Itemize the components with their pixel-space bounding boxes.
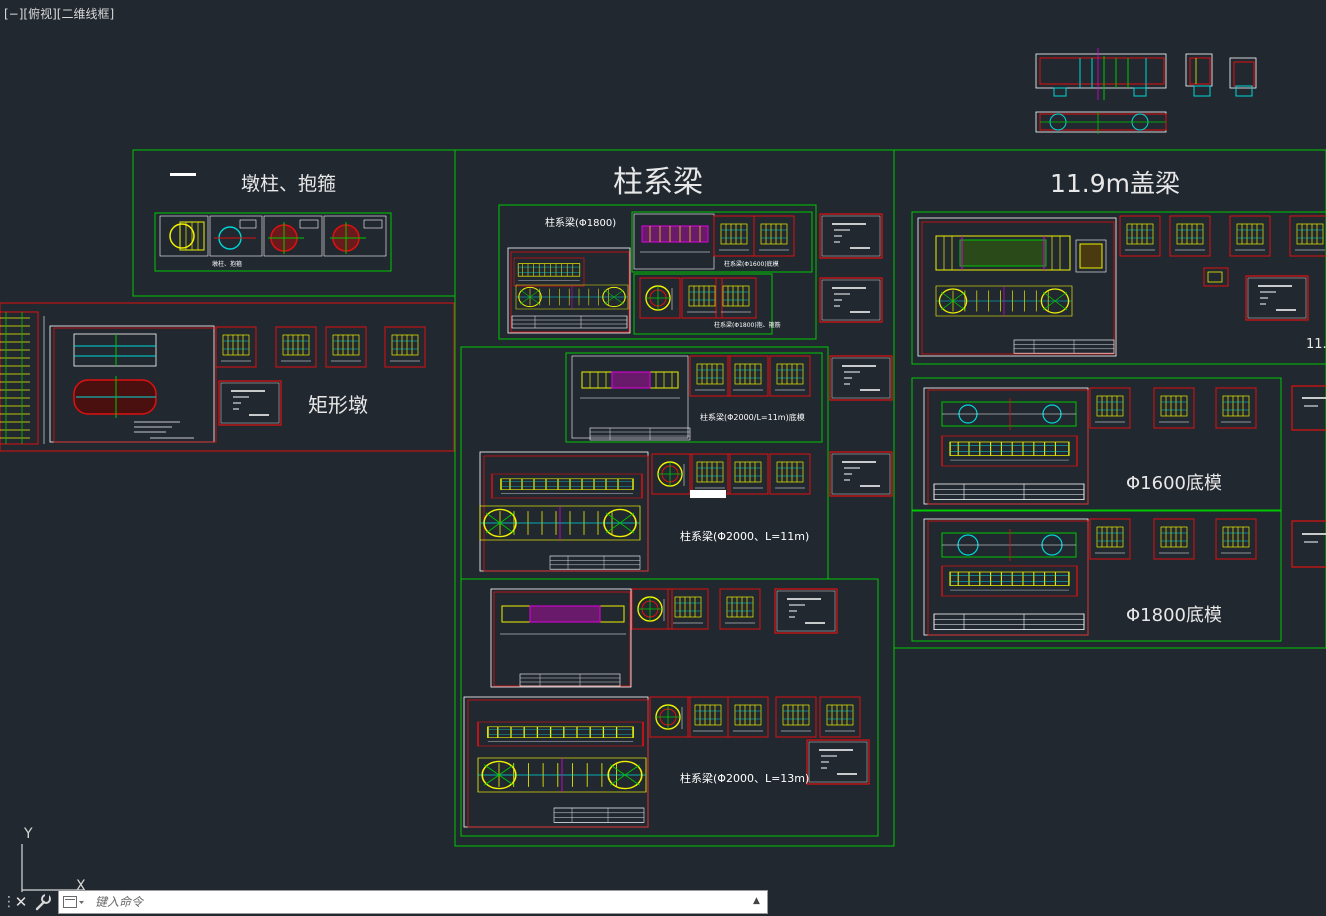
tb2000-11-label: 柱系梁(Φ2000、L=11m)	[680, 529, 809, 543]
command-line-bar[interactable]: ⋮ ✕ ▲	[0, 889, 768, 915]
tie-beam-title: 柱系梁	[613, 165, 703, 200]
cap-beam-cut-label: 11.9	[1306, 337, 1326, 352]
command-prompt-icon[interactable]	[63, 896, 85, 909]
ucs-y-label: Y	[23, 826, 33, 842]
rect-pier-section[interactable]: 矩形墩	[0, 302, 455, 452]
tb2000-13-label: 柱系梁(Φ2000、L=13m)	[680, 771, 809, 785]
pier-hoop-section[interactable]: 墩柱、抱箍	[132, 149, 456, 297]
ucs-icon: Y X	[21, 826, 86, 892]
cap-beam-overview-views[interactable]	[1035, 48, 1257, 134]
cap-beam-title: 11.9m盖梁	[1050, 169, 1180, 198]
tb2000-11-base-label: 柱系梁(Φ2000/L=11m)底模	[700, 412, 805, 422]
cap1600-label: Φ1600底模	[1126, 473, 1222, 494]
command-input-wrapper[interactable]: ▲	[58, 890, 768, 914]
grip-handle-icon[interactable]: ⋮	[2, 894, 16, 910]
tb1800-label: 柱系梁(Φ1800)	[545, 216, 616, 229]
cap-beam-section[interactable]: 11.9m盖梁 11.9	[893, 149, 1326, 649]
pier-thumb-caption: 墩柱、抱箍	[212, 260, 242, 268]
command-history-arrow-icon[interactable]: ▲	[753, 896, 760, 906]
tb1800-hoop-label: 柱系梁(Φ1800)抱、箍筋	[714, 321, 781, 329]
tb1600-base-label: 柱系梁(Φ1600)底模	[724, 260, 779, 268]
tie-beam-section[interactable]: 柱系梁 柱系梁(Φ1800) 柱系梁(Φ1600)底模 柱系梁(Φ1800)抱、…	[454, 149, 895, 847]
ucs-x-label: X	[76, 878, 86, 892]
rect-pier-title: 矩形墩	[308, 393, 368, 417]
command-input[interactable]	[95, 893, 735, 911]
customize-wrench-icon[interactable]	[34, 892, 52, 912]
pier-title: 墩柱、抱箍	[241, 173, 336, 195]
cap1800-label: Φ1800底模	[1126, 605, 1222, 626]
close-command-line-button[interactable]: ✕	[14, 893, 28, 911]
viewport-controls-label[interactable]: [−][俯视][二维线框]	[4, 7, 115, 21]
